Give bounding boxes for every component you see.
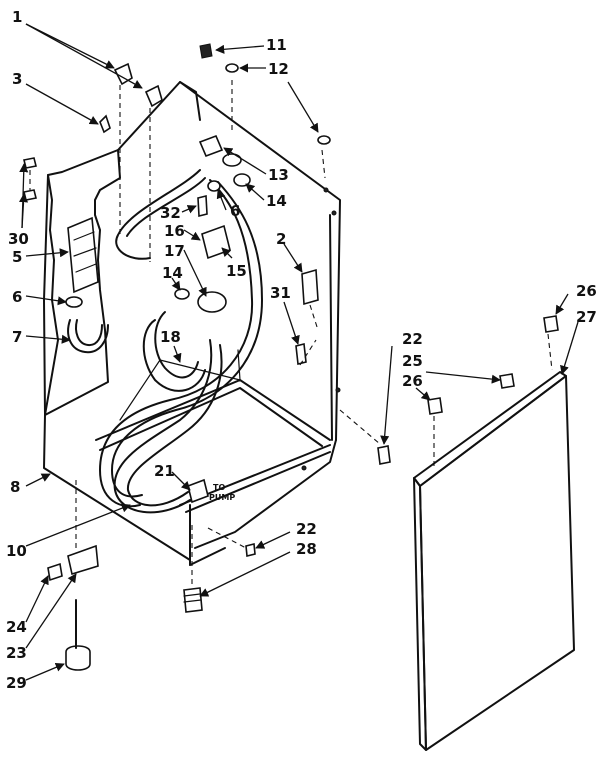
callout-11: 11 bbox=[266, 36, 287, 54]
callout-17: 17 bbox=[164, 242, 185, 260]
to-pump-line1: TO bbox=[213, 483, 225, 492]
part-14-clamp-mid bbox=[174, 288, 190, 300]
part-21-fitting bbox=[187, 478, 209, 504]
callout-21: 21 bbox=[154, 462, 175, 480]
callout-30: 30 bbox=[8, 230, 29, 248]
part-16-valve bbox=[201, 224, 231, 260]
callout-26-mid: 26 bbox=[402, 372, 423, 390]
callout-2: 2 bbox=[276, 230, 286, 248]
part-3-bracket bbox=[99, 114, 111, 134]
part-17-ring bbox=[197, 291, 227, 313]
to-pump-line2: PUMP bbox=[209, 493, 235, 502]
parts bbox=[23, 43, 559, 671]
callout-6-left: 6 bbox=[12, 288, 22, 306]
callout-3: 3 bbox=[12, 70, 22, 88]
part-29-foot bbox=[65, 645, 91, 671]
part-24-bracket bbox=[47, 562, 63, 582]
part-11-nut bbox=[199, 43, 213, 59]
part-22-clip-b bbox=[245, 542, 256, 558]
callout-28: 28 bbox=[296, 540, 317, 558]
callout-13: 13 bbox=[268, 166, 289, 184]
callout-23: 23 bbox=[6, 644, 27, 662]
callout-labels: 1 3 11 12 13 14 6 32 16 17 15 14 2 31 18… bbox=[6, 8, 597, 692]
callout-27: 27 bbox=[576, 308, 597, 326]
part-1-clip-a bbox=[113, 62, 133, 86]
callout-10: 10 bbox=[6, 542, 27, 560]
part-26-bumper-a bbox=[543, 315, 559, 333]
callout-29: 29 bbox=[6, 674, 27, 692]
part-23-bracket bbox=[67, 544, 99, 576]
callout-1: 1 bbox=[12, 8, 22, 26]
part-30-screw-a bbox=[23, 157, 37, 169]
part-12-plug-a bbox=[225, 63, 239, 73]
alignment-lines bbox=[29, 80, 553, 585]
callout-16: 16 bbox=[164, 222, 185, 240]
part-14-clamp-top bbox=[233, 173, 251, 187]
callout-15: 15 bbox=[226, 262, 247, 280]
part-22-clip-a bbox=[377, 445, 391, 465]
callout-25: 25 bbox=[402, 352, 423, 370]
hoses bbox=[67, 169, 263, 514]
front-panel bbox=[413, 371, 575, 751]
callout-31: 31 bbox=[270, 284, 291, 302]
callout-5: 5 bbox=[12, 248, 22, 266]
part-30-screw-b bbox=[23, 189, 37, 201]
part-6-clamp-mid bbox=[207, 180, 221, 192]
part-6-clamp-left bbox=[65, 296, 83, 308]
callout-22-bottom: 22 bbox=[296, 520, 317, 538]
leader-lines bbox=[18, 23, 579, 681]
callout-7: 7 bbox=[12, 328, 22, 346]
callout-18: 18 bbox=[160, 328, 181, 346]
part-5-switch bbox=[67, 216, 99, 294]
callout-8: 8 bbox=[10, 478, 20, 496]
to-pump-annotation: TO PUMP bbox=[209, 483, 235, 502]
part-12-plug-b bbox=[317, 135, 331, 145]
callout-14-mid: 14 bbox=[162, 264, 183, 282]
callout-12: 12 bbox=[268, 60, 289, 78]
callout-26-top: 26 bbox=[576, 282, 597, 300]
callout-14-top: 14 bbox=[266, 192, 287, 210]
part-2-bracket bbox=[301, 268, 319, 306]
part-31-clip bbox=[295, 343, 307, 365]
callout-22-right: 22 bbox=[402, 330, 423, 348]
part-13-elbow bbox=[198, 134, 224, 158]
part-32-screw bbox=[197, 194, 208, 218]
part-1-clip-b bbox=[144, 84, 163, 108]
callout-24: 24 bbox=[6, 618, 27, 636]
callout-32: 32 bbox=[160, 204, 181, 222]
callout-6-mid: 6 bbox=[230, 202, 240, 220]
part-26-bumper-b bbox=[427, 397, 443, 415]
part-25-clip bbox=[499, 373, 515, 389]
